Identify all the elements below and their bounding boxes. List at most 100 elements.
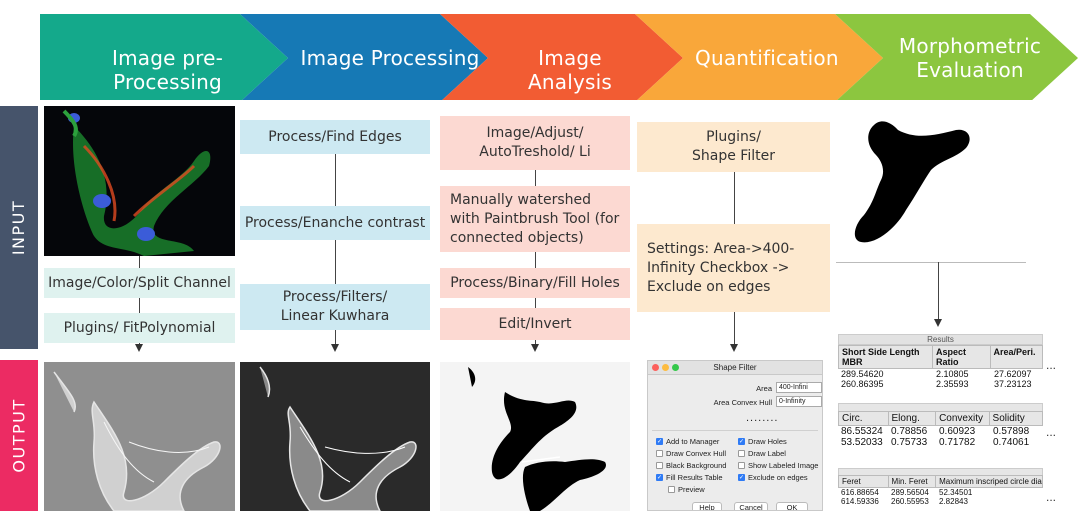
- more-indicator: ...: [1046, 490, 1057, 504]
- cell: 289.54620: [841, 369, 884, 379]
- cell: 0.78856: [891, 426, 928, 437]
- option-show-labeled-image[interactable]: Show Labeled Image: [738, 461, 818, 470]
- input-label: INPUT: [9, 199, 29, 256]
- cell: 0.60923: [939, 426, 976, 437]
- step-manual-watershed: Manually watershed with Paintbrush Tool …: [440, 186, 630, 252]
- table-row: 260.86395 2.35593 37.23123: [838, 379, 1043, 389]
- stage-chevron-1: [40, 14, 288, 100]
- dialog-title: Shape Filter: [713, 363, 757, 372]
- results2-header: Convexity: [936, 412, 990, 425]
- table-row: 616.88654 289.56504 52.34501: [838, 488, 1043, 497]
- option-draw-label[interactable]: Draw Label: [738, 449, 786, 458]
- help-button[interactable]: Help: [692, 502, 722, 510]
- dialog-titlebar: Shape Filter: [648, 361, 822, 375]
- option-black-background[interactable]: Black Background: [656, 461, 726, 470]
- output-sidebar: OUTPUT: [0, 360, 38, 511]
- step-split-channel: Image/Color/Split Channel: [44, 268, 235, 298]
- cell: 0.75733: [891, 437, 928, 448]
- stage-label-1: Image pre-Processing: [112, 46, 223, 94]
- minimize-light-icon[interactable]: [662, 364, 669, 371]
- option-draw-convex-hull[interactable]: Draw Convex Hull: [656, 449, 726, 458]
- option-preview[interactable]: Preview: [668, 485, 705, 494]
- cancel-button[interactable]: Cancel: [734, 502, 768, 510]
- stage-chevron-5: [835, 14, 1078, 100]
- cell: 53.52033: [841, 437, 883, 448]
- cell: 260.55953: [891, 497, 929, 506]
- more-indicator: ...: [1046, 425, 1057, 439]
- table-row: 53.52033 0.75733 0.71782 0.74061: [838, 437, 1043, 448]
- area-label: Area: [756, 384, 772, 393]
- step-linear-kuwahara: Process/Filters/ Linear Kuwhara: [240, 284, 430, 330]
- output-binary-image: [440, 362, 630, 511]
- convex-hull-field[interactable]: 0-Infinity: [776, 396, 822, 407]
- results1-header: Aspect Ratio: [933, 346, 991, 368]
- cell: 37.23123: [994, 379, 1032, 389]
- arrow-col3: [531, 344, 539, 352]
- output-label: OUTPUT: [9, 398, 29, 473]
- cell: 27.62097: [994, 369, 1032, 379]
- option-add-to-manager[interactable]: ✓Add to Manager: [656, 437, 720, 446]
- cell: 614.59336: [841, 497, 879, 506]
- stage-label-5: Morphometric Evaluation: [898, 34, 1042, 82]
- step-find-edges: Process/Find Edges: [240, 120, 430, 154]
- stage-label-3: Image Analysis: [527, 46, 612, 94]
- more-indicator: ...: [1046, 358, 1057, 372]
- results3-header: Min. Feret: [889, 476, 937, 487]
- option-draw-holes[interactable]: ✓Draw Holes: [738, 437, 787, 446]
- results1-header: Short Side Length MBR: [839, 346, 934, 368]
- step-shape-filter: Plugins/ Shape Filter: [637, 122, 830, 172]
- step-invert: Edit/Invert: [440, 308, 630, 340]
- step-enhance-contrast: Process/Enanche contrast: [240, 206, 430, 240]
- shape-filter-dialog: Shape Filter Area 400-Infini Area Convex…: [647, 360, 823, 511]
- cell: 2.82843: [939, 497, 968, 506]
- cell: 86.55324: [841, 426, 883, 437]
- results2-header: Solidity: [992, 413, 1025, 424]
- zoom-light-icon[interactable]: [672, 364, 679, 371]
- results-title: Results: [838, 334, 1043, 345]
- table-row: 86.55324 0.78856 0.60923 0.57898: [838, 426, 1043, 437]
- stage-chevron-2: [240, 14, 488, 100]
- step-settings: Settings: Area->400-Infinity Checkbox ->…: [637, 224, 830, 312]
- output-fitpolynomial-image: [44, 362, 235, 511]
- fluorescence-image: [44, 106, 235, 256]
- results2-header: Elong.: [889, 412, 937, 425]
- pipeline-header: [40, 14, 1078, 100]
- cell: 2.35593: [936, 379, 969, 389]
- results3-header: Feret: [839, 476, 889, 487]
- cell: 0.74061: [993, 437, 1030, 448]
- stage-chevron-3: [440, 14, 683, 100]
- results-table-3: Feret Min. Feret Maximum inscriped circl…: [838, 468, 1043, 506]
- results-table-2: Circ. Elong. Convexity Solidity 86.55324…: [838, 403, 1043, 448]
- stage-label-2: Image Processing: [300, 46, 480, 70]
- dialog-ellipsis: ........: [746, 412, 779, 424]
- arrow-col2: [331, 344, 339, 352]
- arrow-col4: [730, 344, 738, 352]
- stage-label-4: Quantification: [695, 46, 839, 70]
- cell: 289.56504: [891, 488, 929, 497]
- option-fill-results-table[interactable]: ✓Fill Results Table: [656, 473, 723, 482]
- results1-header: Area/Peri.: [993, 347, 1036, 357]
- step-autothreshold: Image/Adjust/ AutoTreshold/ Li: [440, 116, 630, 170]
- cell: 616.88654: [841, 488, 879, 497]
- results-table-1: Results Short Side Length MBR Aspect Rat…: [838, 334, 1043, 389]
- arrow-col1: [135, 344, 143, 352]
- input-sidebar: INPUT: [0, 106, 38, 349]
- option-exclude-on-edges[interactable]: ✓Exclude on edges: [738, 473, 808, 482]
- binary-cell-shape: [836, 110, 1026, 255]
- step-fit-polynomial: Plugins/ FitPolynomial: [44, 313, 235, 343]
- ok-button[interactable]: OK: [776, 502, 808, 510]
- results2-header: Circ.: [839, 412, 889, 425]
- results3-header: Maximum inscriped circle dia: [939, 477, 1042, 486]
- stage-chevron-4: [635, 14, 883, 100]
- step-fill-holes: Process/Binary/Fill Holes: [440, 268, 630, 298]
- arrow-col5: [934, 319, 942, 327]
- table-row: 289.54620 2.10805 27.62097: [838, 369, 1043, 379]
- cell: 52.34501: [939, 488, 973, 497]
- cell: 260.86395: [841, 379, 884, 389]
- close-light-icon[interactable]: [652, 364, 659, 371]
- cell: 0.57898: [993, 426, 1030, 437]
- area-field[interactable]: 400-Infini: [776, 382, 822, 393]
- cell: 2.10805: [936, 369, 969, 379]
- output-kuwahara-image: [240, 362, 430, 511]
- cell: 0.71782: [939, 437, 976, 448]
